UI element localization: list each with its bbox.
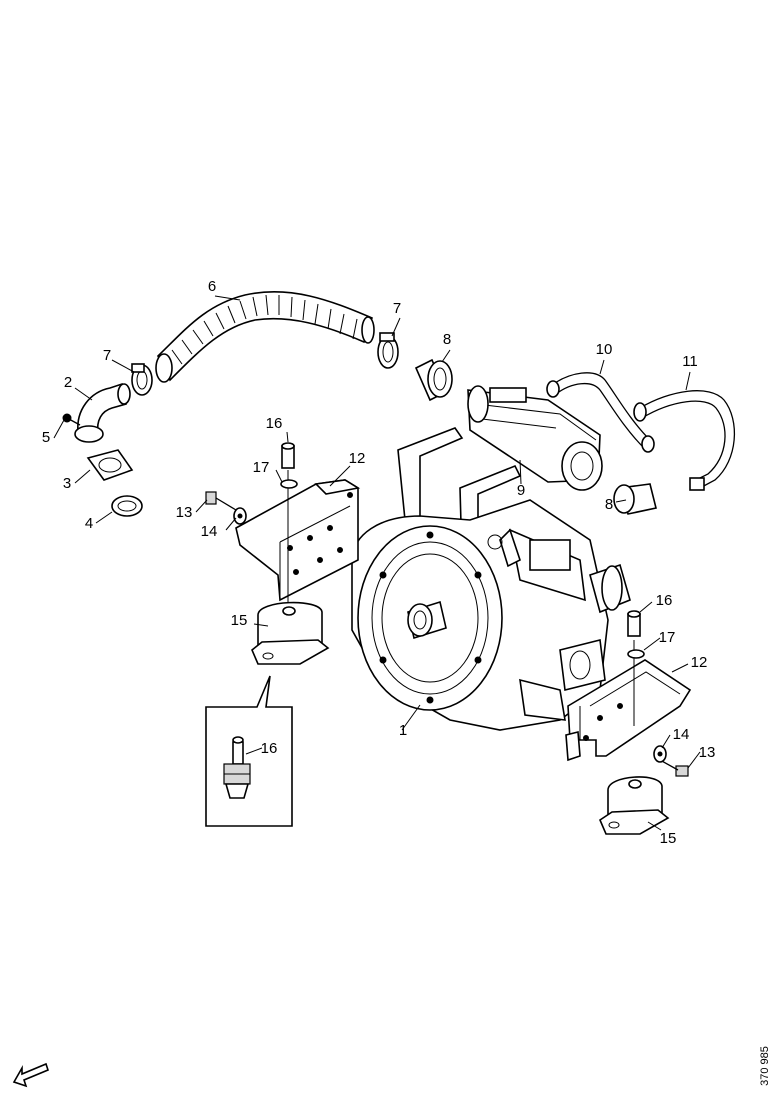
leader-lines xyxy=(53,295,701,831)
detail-inset-box xyxy=(205,675,293,827)
callout-c14b: 14 xyxy=(673,726,690,743)
bolt-left-part xyxy=(205,491,237,511)
gasket-part xyxy=(111,495,143,517)
exhaust-elbow-part xyxy=(74,382,131,443)
callout-c3: 3 xyxy=(63,475,71,492)
stud-left-part xyxy=(281,442,295,605)
callout-c13b: 13 xyxy=(699,744,716,761)
reference-code: 370 985 xyxy=(759,1046,771,1086)
bolt-part xyxy=(62,413,81,426)
hose-clamp-right-part xyxy=(377,332,399,369)
callout-c7b: 7 xyxy=(393,300,401,317)
callout-c17a: 17 xyxy=(253,459,270,476)
callout-c7a: 7 xyxy=(103,347,111,364)
callout-c16c: 16 xyxy=(261,740,278,757)
rubber-mount-right-part xyxy=(599,776,670,835)
callout-c17b: 17 xyxy=(659,629,676,646)
drain-hose-part xyxy=(633,390,736,491)
orientation-arrow-icon xyxy=(12,1062,49,1088)
exhaust-hose-part xyxy=(155,291,375,383)
adaptor-lower-part xyxy=(613,483,657,515)
callout-c12b: 12 xyxy=(691,654,708,671)
callout-c5: 5 xyxy=(42,429,50,446)
callout-c9: 9 xyxy=(517,482,525,499)
callout-c16b: 16 xyxy=(656,592,673,609)
callout-c2: 2 xyxy=(64,374,72,391)
washer-stud-left-part xyxy=(280,479,298,489)
washer-right-part xyxy=(653,745,667,763)
coolant-hose-part xyxy=(546,372,655,453)
callout-c4: 4 xyxy=(85,515,93,532)
washer-stud-right-part xyxy=(627,649,645,659)
callout-c12a: 12 xyxy=(349,450,366,467)
reverse-gear-part xyxy=(351,499,631,731)
callout-c8b: 8 xyxy=(605,496,613,513)
callout-c15a: 15 xyxy=(231,612,248,629)
mounting-bracket-right-part xyxy=(565,659,692,762)
stud-detail-part xyxy=(223,736,251,799)
callout-c10: 10 xyxy=(596,341,613,358)
callout-c15b: 15 xyxy=(660,830,677,847)
callout-c14a: 14 xyxy=(201,523,218,540)
callout-labels: 1234567788910111212131314141515161616171… xyxy=(42,278,716,847)
callout-c13a: 13 xyxy=(176,504,193,521)
rubber-mount-left-part xyxy=(251,601,330,665)
callout-c1: 1 xyxy=(399,722,407,739)
callout-c11: 11 xyxy=(682,353,698,370)
mounting-bracket-left-part xyxy=(235,479,361,602)
adaptor-upper-part xyxy=(414,358,453,402)
callout-c16a: 16 xyxy=(266,415,283,432)
hose-clamp-left-part xyxy=(131,363,153,396)
heat-exchanger-part xyxy=(467,385,603,491)
bolt-right-part xyxy=(659,759,689,777)
callout-c8a: 8 xyxy=(443,331,451,348)
washer-left-part xyxy=(233,507,247,525)
flange-part xyxy=(86,449,134,481)
callout-c6: 6 xyxy=(208,278,216,295)
